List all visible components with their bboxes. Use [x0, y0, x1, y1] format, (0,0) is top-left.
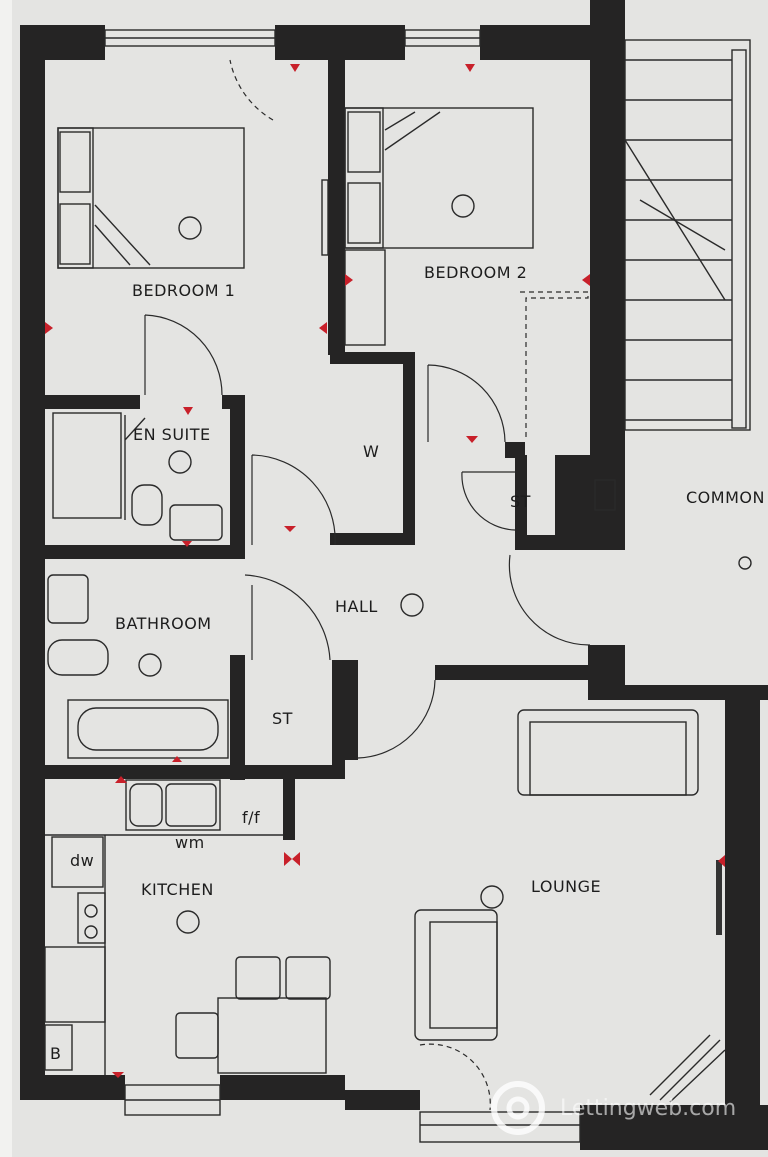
watermark-text: Lettingweb.com: [560, 1096, 736, 1121]
label-lounge: LOUNGE: [531, 877, 601, 896]
watermark: Lettingweb.com: [491, 1081, 736, 1135]
bedroom2-furniture: [344, 107, 589, 440]
bedroom1-furniture: [57, 127, 329, 269]
stairs: [594, 39, 752, 570]
label-dishwasher: dw: [70, 851, 94, 870]
doors: [144, 59, 591, 1111]
label-bedroom-2: BEDROOM 2: [424, 263, 527, 282]
label-bathroom: BATHROOM: [115, 614, 212, 633]
label-en-suite: EN SUITE: [133, 425, 211, 444]
lounge-furniture: [414, 709, 726, 1103]
paper-edge: [0, 0, 12, 1157]
label-washing-machine: wm: [175, 833, 205, 852]
label-kitchen: KITCHEN: [141, 880, 214, 899]
watermark-logo-icon: [491, 1081, 545, 1135]
label-boiler: B: [50, 1044, 61, 1063]
label-wardrobe: W: [363, 442, 379, 461]
bathroom-fixtures: [47, 574, 424, 759]
ensuite-fixtures: [52, 412, 223, 541]
kitchen-fixtures: [44, 779, 331, 1075]
windows: [104, 29, 581, 1143]
label-hall: HALL: [335, 597, 378, 616]
label-bedroom-1: BEDROOM 1: [132, 281, 235, 300]
room-labels: BEDROOM 1 BEDROOM 2 EN SUITE W ST COMMON…: [50, 263, 765, 1063]
label-store-2: ST: [272, 709, 293, 728]
walls: [20, 0, 768, 1150]
label-store-1: ST: [510, 492, 531, 511]
label-common: COMMON: [686, 488, 765, 507]
label-fridge-freezer: f/f: [242, 808, 260, 827]
markers: [45, 64, 725, 1078]
